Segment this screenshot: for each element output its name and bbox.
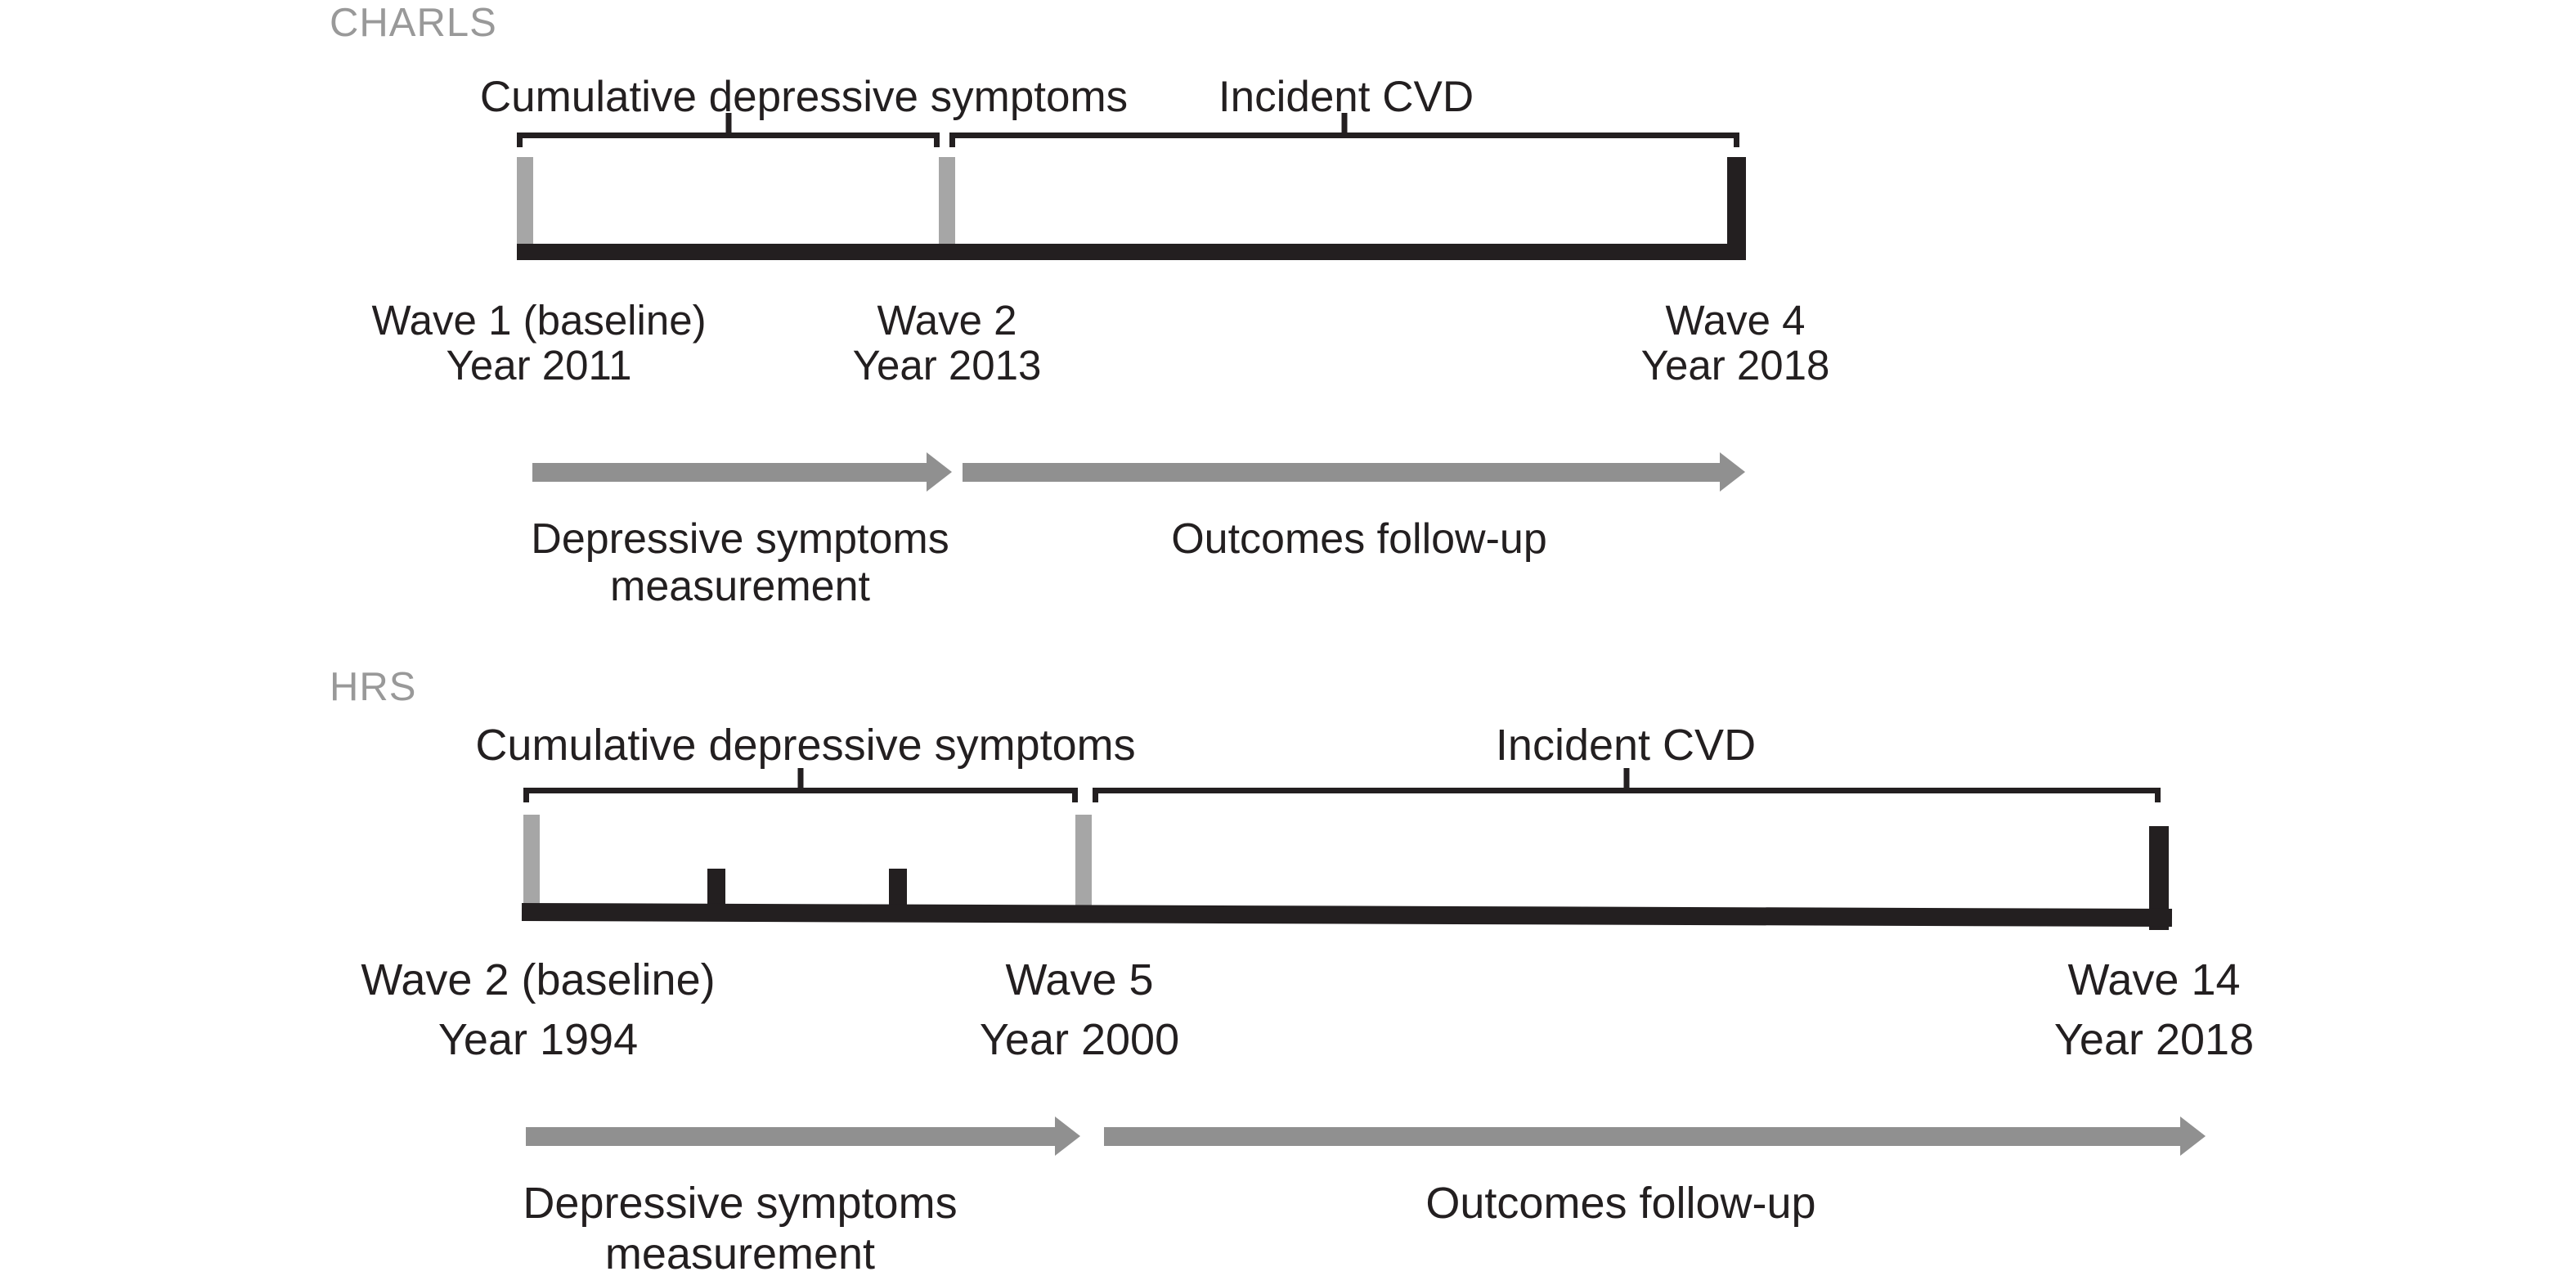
measurement-label-line1: Depressive symptoms — [531, 515, 949, 563]
charls-wave1-label: Wave 1 (baseline) Year 2011 — [371, 298, 706, 388]
wave-name: Wave 5 — [1005, 955, 1154, 1004]
measurement-label-line2: measurement — [610, 563, 870, 610]
hrs-measurement-label: Depressive symptoms measurement — [523, 1178, 957, 1276]
wave-year: Year 2011 — [446, 342, 632, 389]
charls-wave2-label: Wave 2 Year 2013 — [853, 298, 1042, 388]
wave-name: Wave 2 — [877, 297, 1017, 344]
wave-year: Year 1994 — [438, 1015, 639, 1064]
charls-exposure-label: Cumulative depressive symptoms — [479, 73, 1129, 121]
charls-exposure-bracket-tick — [725, 113, 731, 138]
hrs-wave3-tick — [707, 869, 725, 911]
wave-year: Year 2013 — [852, 342, 1042, 389]
hrs-outcome-bracket — [1093, 768, 2161, 805]
hrs-wave2-tick — [523, 815, 540, 914]
hrs-outcome-label: Incident CVD — [1495, 721, 1757, 770]
hrs-exposure-bracket — [523, 768, 1078, 805]
wave-year: Year 2000 — [979, 1015, 1180, 1064]
charls-wave4-label: Wave 4 Year 2018 — [1641, 298, 1830, 388]
hrs-followup-label: Outcomes follow-up — [1425, 1179, 1816, 1228]
charls-followup-label: Outcomes follow-up — [1171, 515, 1547, 563]
charls-outcome-bracket-tick — [1341, 113, 1348, 138]
hrs-exposure-label: Cumulative depressive symptoms — [475, 721, 1136, 770]
charls-measurement-arrow-head — [927, 452, 952, 492]
hrs-exposure-bracket-tick — [797, 768, 804, 793]
charls-timeline-bar — [517, 244, 1746, 260]
wave-name: Wave 1 (baseline) — [371, 297, 707, 344]
measurement-label-line2: measurement — [604, 1229, 876, 1276]
hrs-timeline-bar — [521, 903, 2173, 928]
hrs-wave5-tick — [1075, 815, 1092, 916]
charls-outcome-bracket — [949, 113, 1739, 150]
hrs-wave2-label: Wave 2 (baseline) Year 1994 — [361, 950, 715, 1070]
charls-wave2-tick — [939, 157, 955, 252]
hrs-wave5-label: Wave 5 Year 2000 — [980, 950, 1179, 1070]
charls-wave1-tick — [517, 157, 533, 252]
measurement-label-line1: Depressive symptoms — [523, 1179, 958, 1228]
charls-followup-arrow-shaft — [963, 463, 1720, 482]
hrs-wave14-label: Wave 14 Year 2018 — [2054, 950, 2254, 1070]
wave-name: Wave 4 — [1665, 297, 1806, 344]
hrs-wave4-tick — [889, 869, 907, 911]
charls-exposure-bracket — [517, 113, 940, 150]
hrs-measurement-arrow-head — [1055, 1116, 1080, 1156]
hrs-measurement-arrow-shaft — [526, 1127, 1055, 1146]
hrs-followup-arrow-head — [2180, 1116, 2206, 1156]
wave-name: Wave 2 (baseline) — [361, 955, 716, 1004]
charls-study-label: CHARLS — [330, 1, 497, 45]
wave-year: Year 2018 — [2053, 1015, 2255, 1064]
charls-measurement-label: Depressive symptoms measurement — [531, 515, 949, 610]
charls-wave4-tick — [1727, 157, 1746, 260]
hrs-study-label: HRS — [330, 665, 417, 709]
charls-measurement-arrow-shaft — [532, 463, 927, 482]
wave-name: Wave 14 — [2067, 955, 2241, 1004]
hrs-followup-arrow-shaft — [1104, 1127, 2180, 1146]
hrs-outcome-bracket-tick — [1623, 768, 1630, 793]
charls-followup-arrow-head — [1720, 452, 1745, 492]
wave-year: Year 2018 — [1640, 342, 1830, 389]
